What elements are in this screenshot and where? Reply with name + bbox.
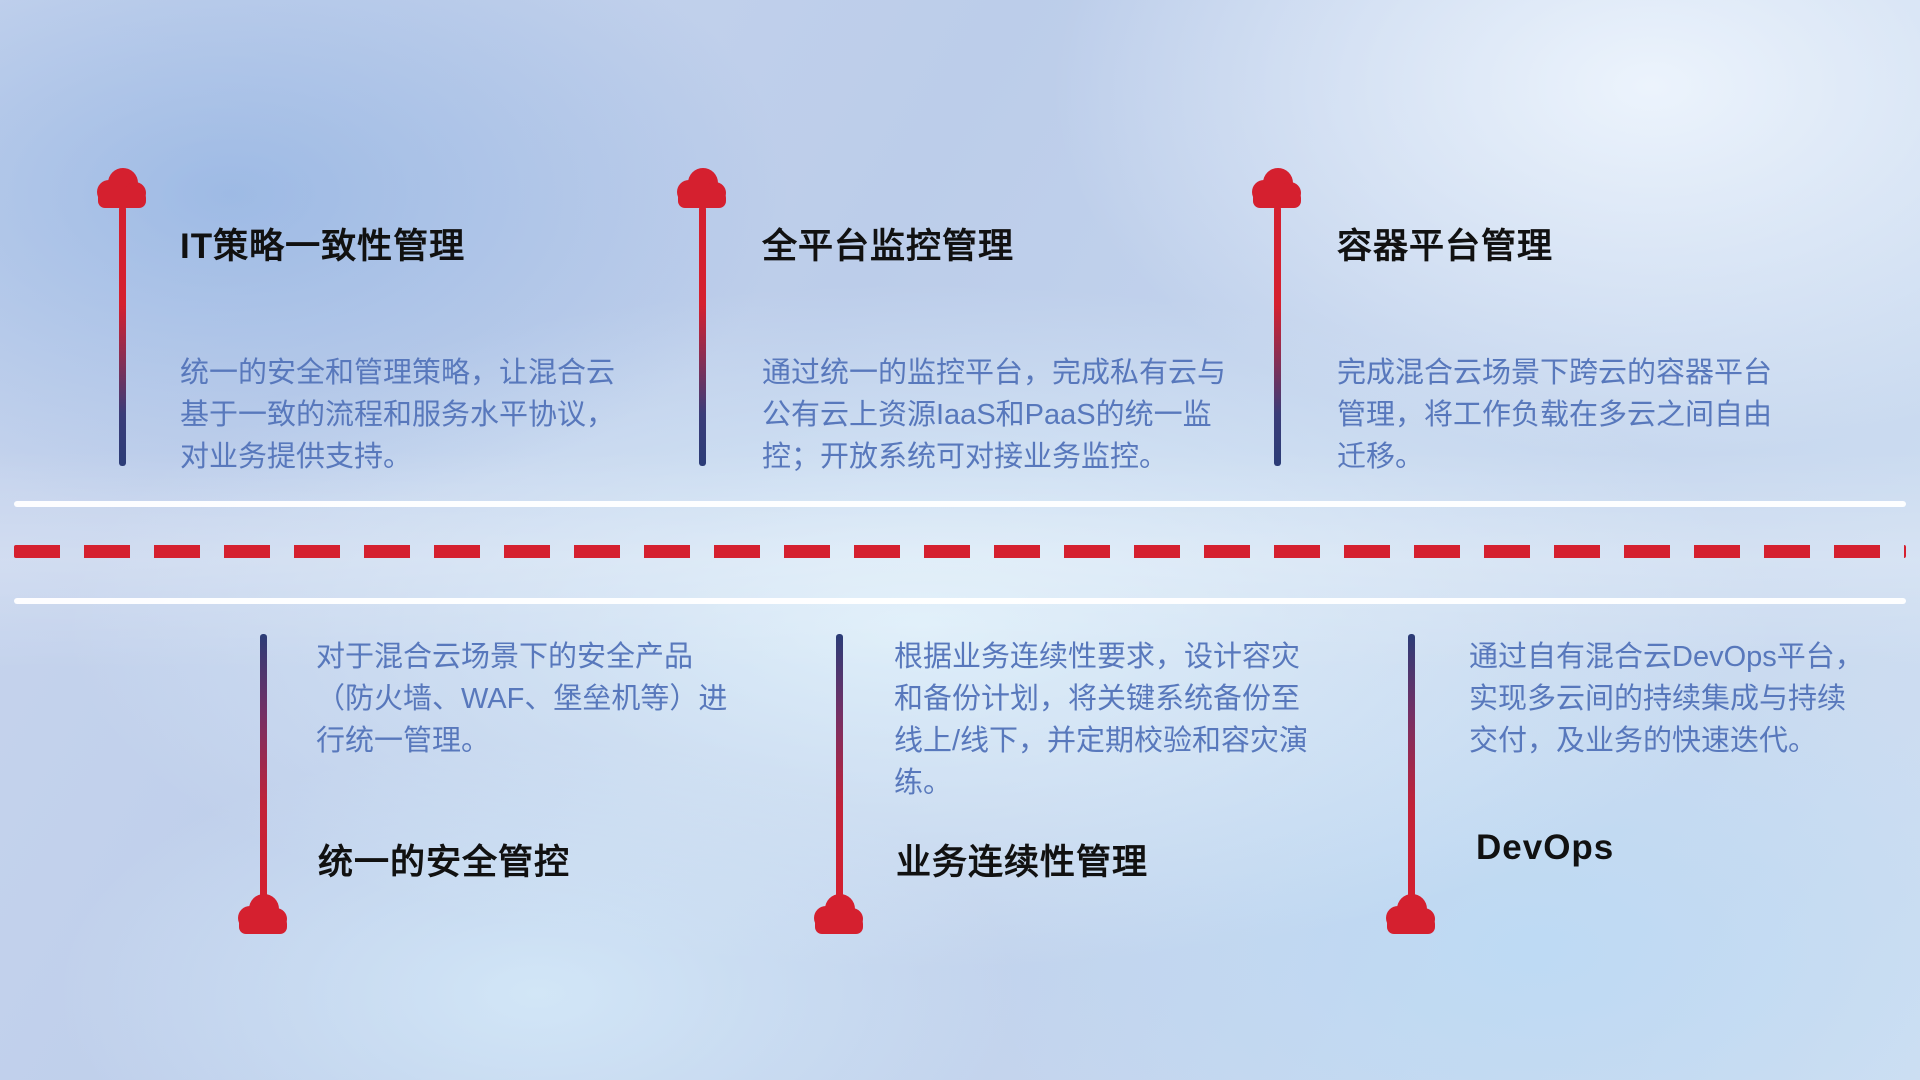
item-title: 容器平台管理 xyxy=(1337,227,1554,266)
cloud-icon xyxy=(1383,892,1439,934)
timeline-connector xyxy=(1274,206,1281,466)
item-description: 通过统一的监控平台，完成私有云与公有云上资源IaaS和PaaS的统一监控；开放系… xyxy=(762,357,1227,473)
cloud-icon xyxy=(674,166,730,208)
road-dashed-centerline xyxy=(14,545,1906,558)
cloud-icon xyxy=(1249,166,1305,208)
cloud-icon xyxy=(811,892,867,934)
item-title: 业务连续性管理 xyxy=(896,843,1149,882)
timeline-connector xyxy=(1408,634,1415,898)
item-description: 根据业务连续性要求，设计容灾和备份计划，将关键系统备份至线上/线下，并定期校验和… xyxy=(894,641,1309,799)
cloud-icon xyxy=(235,892,291,934)
timeline-connector xyxy=(119,206,126,466)
item-title: IT策略一致性管理 xyxy=(180,227,466,266)
cloud-icon xyxy=(94,166,150,208)
road-edge-bottom xyxy=(14,598,1906,604)
item-description: 统一的安全和管理策略，让混合云基于一致的流程和服务水平协议，对业务提供支持。 xyxy=(180,357,616,473)
item-title: 统一的安全管控 xyxy=(318,843,571,882)
timeline-connector xyxy=(260,634,267,898)
item-description: 通过自有混合云DevOps平台，实现多云间的持续集成与持续交付，及业务的快速迭代… xyxy=(1469,641,1864,757)
item-description: 对于混合云场景下的安全产品（防火墙、WAF、堡垒机等）进行统一管理。 xyxy=(316,641,728,757)
item-description: 完成混合云场景下跨云的容器平台管理，将工作负载在多云之间自由迁移。 xyxy=(1337,357,1773,473)
item-title: DevOps xyxy=(1476,828,1615,867)
item-title: 全平台监控管理 xyxy=(762,227,1015,266)
timeline-connector xyxy=(699,206,706,466)
road-edge-top xyxy=(14,501,1906,507)
timeline-connector xyxy=(836,634,843,898)
